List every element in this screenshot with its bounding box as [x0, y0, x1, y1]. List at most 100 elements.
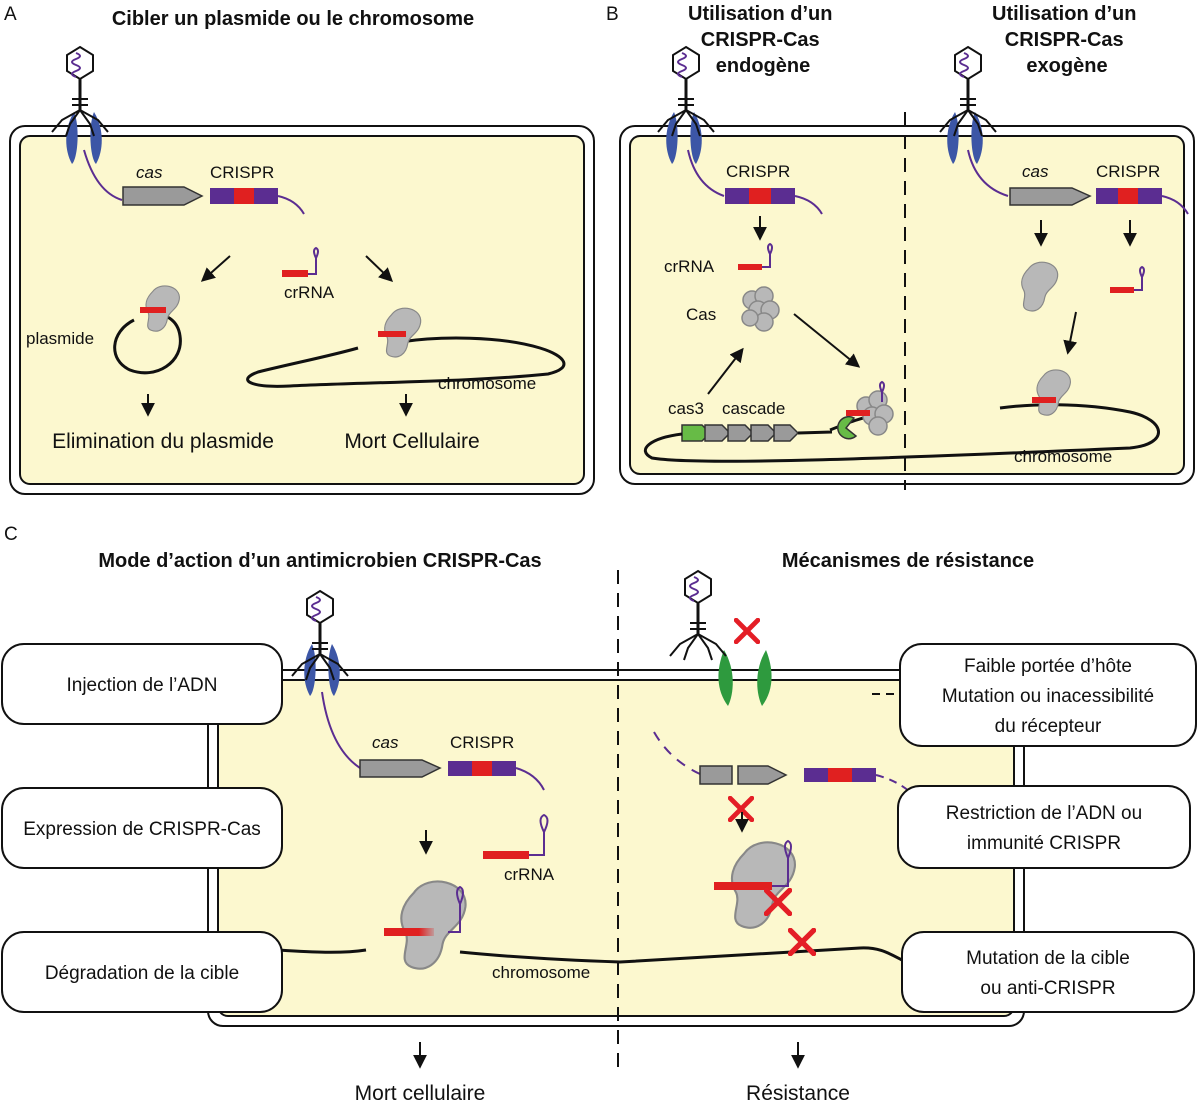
chromosome-c	[277, 946, 903, 964]
chromosome-label-c: chromosome	[492, 963, 590, 982]
resistance-box-text: Restriction de l’ADN ou	[946, 803, 1142, 824]
spacer-on-plasmid	[140, 307, 166, 313]
chromosome-label-b: chromosome	[1014, 447, 1112, 466]
panel-b-letter: B	[606, 4, 619, 25]
mutated-receptor	[718, 650, 772, 706]
phage-dna-strand	[321, 691, 361, 769]
panel-a-letter: A	[4, 4, 17, 25]
cascade-label: cascade	[722, 399, 785, 418]
crispr-label-endo: CRISPR	[726, 162, 790, 181]
arrow-to-plasmid	[200, 255, 231, 282]
crrna-loop-target	[879, 380, 885, 402]
phage-icon	[938, 45, 998, 138]
step-box-frame	[1, 643, 283, 725]
spacer-on-chromosome	[378, 331, 406, 337]
step-box-frame	[1, 787, 283, 869]
crrna-loop-right	[772, 839, 792, 887]
cas-gene-label-c: cas	[372, 733, 399, 752]
chromosome-label-a: chromosome	[438, 374, 536, 393]
step-box-frame	[1, 931, 283, 1013]
cas-gene-label-exo: cas	[1022, 162, 1049, 181]
panel-a-title: Cibler un plasmide ou le chromosome	[112, 8, 474, 30]
panel-c-title-right: Mécanismes de résistance	[782, 550, 1034, 572]
resistance-box-frame	[899, 643, 1197, 747]
cas3-nuclease	[837, 415, 858, 440]
crispr-label-exo: CRISPR	[1096, 162, 1160, 181]
plasmid-circle	[113, 313, 182, 375]
crispr-array-exo	[1096, 188, 1162, 204]
panel-c-title-left: Mode d’action d’un antimicrobien CRISPR-…	[98, 550, 541, 572]
outcome-cell-death-c: Mort cellulaire	[355, 1082, 486, 1105]
crrna-molecule-c	[483, 813, 549, 859]
outcome-plasmid-elimination: Elimination du plasmide	[52, 430, 274, 453]
crispr-array-right	[804, 768, 876, 782]
spacer-on-target-c	[384, 928, 434, 936]
resistance-box-text: du récepteur	[995, 716, 1102, 737]
step-box-text: Injection de l’ADN	[66, 675, 217, 696]
resistance-box-text: ou anti-CRISPR	[980, 978, 1115, 999]
spacer-right	[714, 882, 772, 890]
resistance-box-text: immunité CRISPR	[967, 833, 1121, 854]
crispr-label: CRISPR	[210, 163, 274, 182]
resistance-box-text: Faible portée d’hôte	[964, 656, 1132, 677]
chromosome-loop	[246, 336, 566, 388]
crrna-molecule-exo	[1110, 265, 1145, 293]
crispr-array-c	[448, 761, 516, 776]
plasmid-label: plasmide	[26, 329, 94, 348]
cas3-label: cas3	[668, 399, 704, 418]
resistance-box-2: Restriction de l’ADN ou immunité CRISPR	[897, 785, 1191, 869]
panel-b-title-exo: Utilisation d’un CRISPR-Cas exogène	[992, 3, 1142, 77]
step-boxes: Injection de l’ADN Expression de CRISPR-C…	[1, 643, 283, 1013]
arrow-to-chromosome	[365, 255, 394, 282]
arrow-cas-to-target	[793, 313, 861, 368]
crrna-molecule-endo	[738, 242, 773, 270]
step-box-2: Expression de CRISPR-Cas	[1, 787, 283, 869]
step-box-text: Dégradation de la cible	[45, 963, 239, 984]
cas-gene	[122, 186, 204, 206]
outcome-cell-death-a: Mort Cellulaire	[344, 430, 479, 453]
arrow-cascade-to-cas	[707, 347, 744, 395]
cas-protein-cluster	[741, 286, 780, 332]
crispr-array	[210, 188, 278, 204]
cas-operon	[681, 424, 800, 442]
crispr-tail-dna	[277, 195, 305, 215]
spacer-on-target-exo	[1032, 397, 1056, 403]
crrna-loop-c	[448, 885, 464, 933]
cas-gene-label: cas	[136, 163, 163, 182]
crispr-tail-dna	[794, 195, 823, 215]
crrna-molecule	[282, 246, 319, 277]
panel-a-cell-inner	[19, 135, 585, 485]
panel-c: C Mode d’action d’un antimicrobien CRISP…	[4, 524, 1034, 1105]
crrna-label-c: crRNA	[504, 865, 555, 884]
step-box-3: Dégradation de la cible	[1, 931, 283, 1013]
arrow-to-target-exo	[1063, 311, 1078, 355]
crispr-array-endo	[725, 188, 795, 204]
phage-dna-strand	[83, 149, 123, 201]
panel-c-cell-inner	[217, 679, 1015, 1017]
step-box-text: Expression de CRISPR-Cas	[23, 819, 261, 840]
spacer-on-target	[846, 410, 870, 416]
phage-icon	[50, 45, 110, 138]
crispr-label-c: CRISPR	[450, 733, 514, 752]
panel-b-title-endo: Utilisation d’un CRISPR-Cas endogène	[688, 3, 838, 77]
panel-a: A Cibler un plasmide ou le chromosome ca…	[4, 4, 595, 495]
cas-gene-c	[359, 759, 442, 778]
injected-dna-right	[653, 731, 701, 775]
phage-icon	[290, 589, 350, 682]
resistance-box-frame	[901, 931, 1195, 1013]
crispr-tail-dna	[1161, 195, 1189, 215]
crrna-label-endo: crRNA	[664, 257, 715, 276]
step-box-1: Injection de l’ADN	[1, 643, 283, 725]
outcome-resistance: Résistance	[746, 1082, 850, 1105]
phage-icon	[668, 569, 728, 662]
restricted-cas-gene	[699, 765, 788, 785]
panel-b: B Utilisation d’un CRISPR-Cas endogène U…	[606, 3, 1195, 490]
cas-gene-exo	[1009, 187, 1092, 206]
block-adsorption-cross-icon	[736, 620, 758, 642]
phage-icon	[656, 45, 716, 138]
crrna-label: crRNA	[284, 283, 335, 302]
